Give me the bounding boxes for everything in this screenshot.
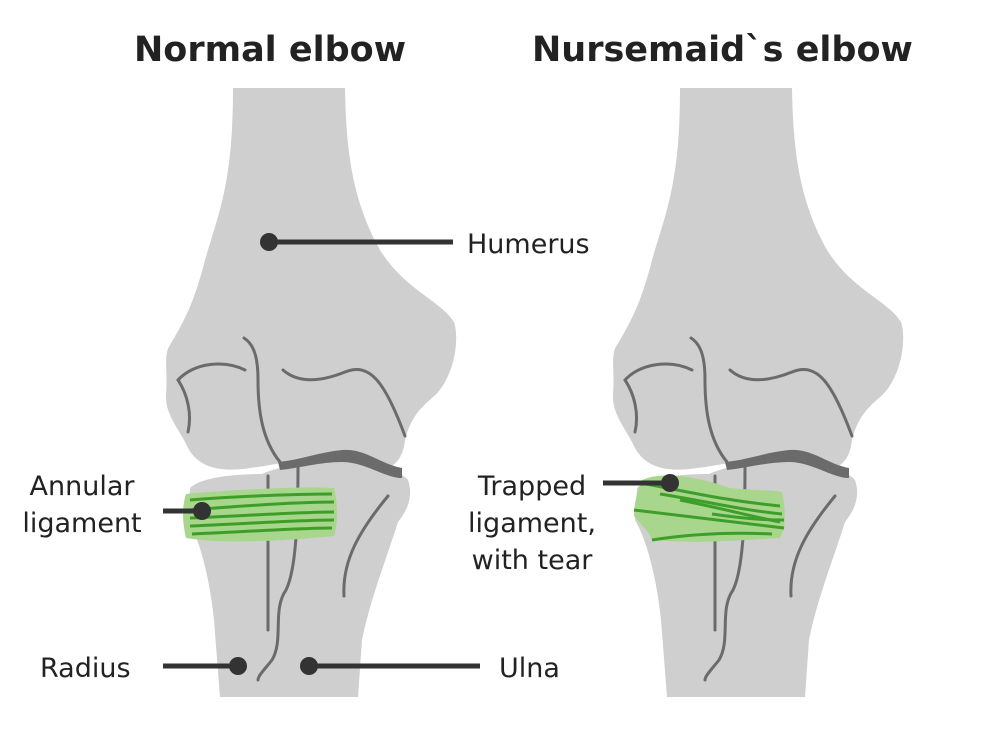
nursemaid-elbow-title: Nursemaid`s elbow [532, 30, 913, 70]
trapped-ligament-label-line-2: ligament, [468, 508, 596, 539]
trapped-ligament-leader [603, 474, 679, 492]
radius-label: Radius [40, 653, 131, 684]
humerus-leader [260, 233, 453, 251]
normal-elbow-title: Normal elbow [134, 30, 407, 70]
radius-leader [163, 657, 247, 675]
annular-ligament-label: Annular ligament [18, 468, 146, 542]
ulna-leader [300, 657, 480, 675]
trapped-ligament-label: Trapped ligament, with tear [462, 468, 602, 579]
annular-ligament-label-line-1: Annular [29, 471, 135, 502]
annular-ligament-leader [163, 502, 211, 520]
annular-ligament-label-line-2: ligament [22, 508, 142, 539]
trapped-ligament-label-line-1: Trapped [477, 471, 587, 502]
ulna-label: Ulna [499, 653, 560, 684]
humerus-label: Humerus [467, 229, 590, 260]
trapped-ligament-torn [633, 475, 785, 542]
nursemaid-elbow-bones [611, 86, 905, 699]
trapped-ligament-label-line-3: with tear [471, 545, 593, 576]
annular-ligament-normal [183, 487, 337, 542]
normal-elbow-bones [164, 86, 458, 699]
